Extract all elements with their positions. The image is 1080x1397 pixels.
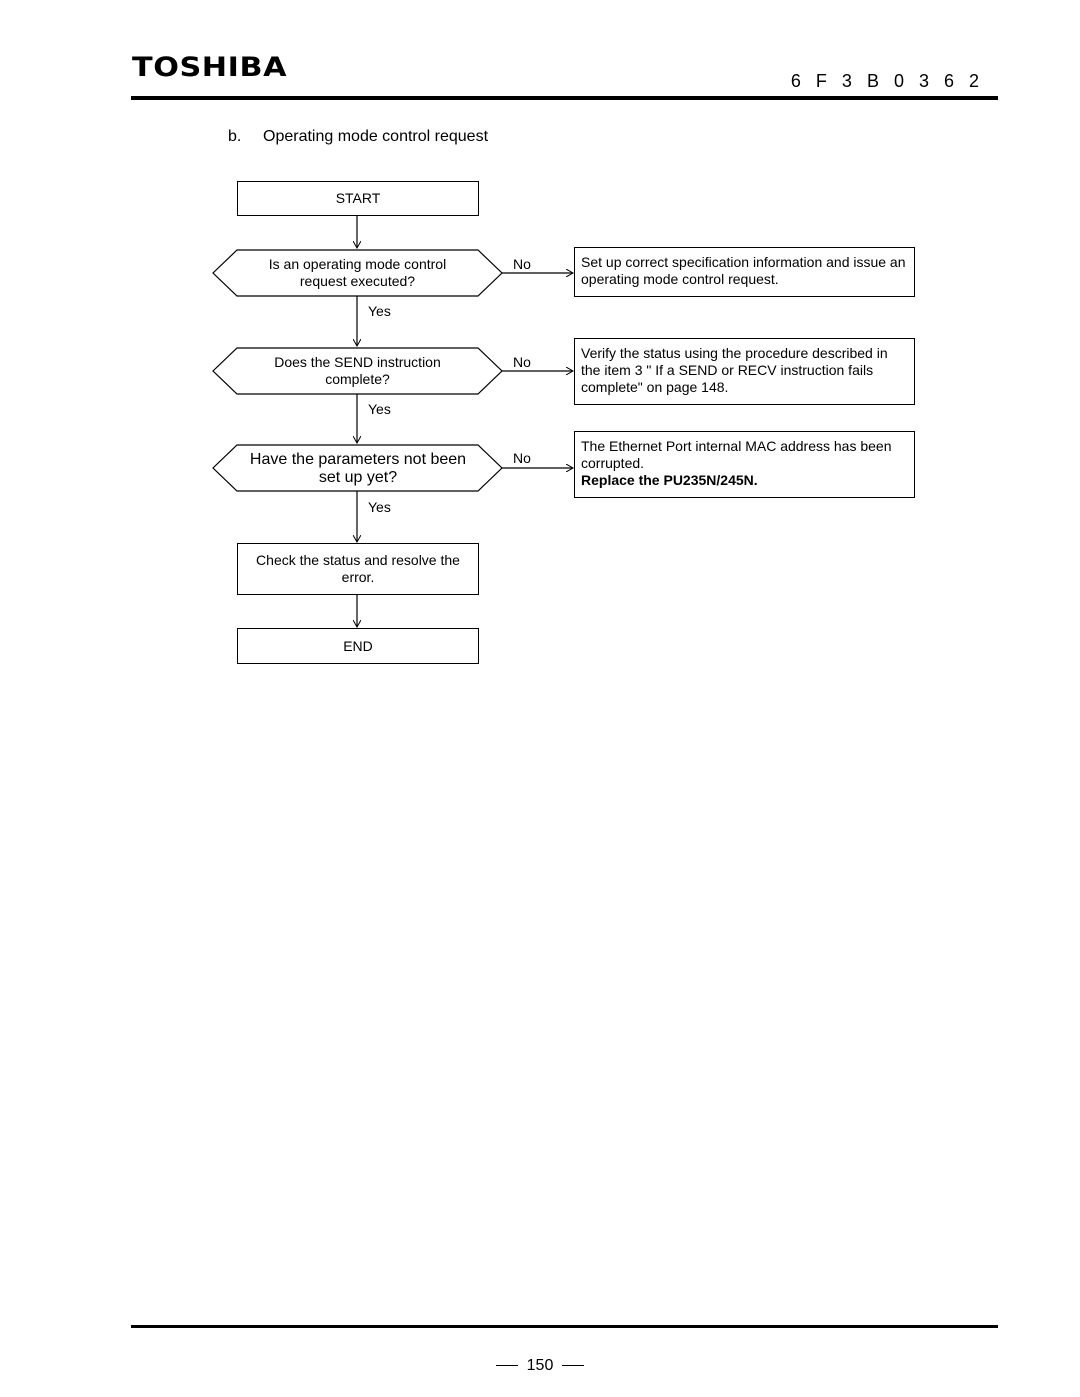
footer-dash-right <box>562 1365 585 1367</box>
decision-shape-1 <box>212 249 503 297</box>
decision-operating-mode: Is an operating mode control request exe… <box>268 256 447 289</box>
section-title: Operating mode control request <box>263 128 489 145</box>
footer-dash-left <box>495 1365 518 1367</box>
page-footer: 150 <box>0 1357 1080 1375</box>
decision-shape-3 <box>212 444 503 492</box>
no-label-3: No <box>513 450 531 466</box>
start-box: START <box>237 181 479 216</box>
end-box: END <box>237 628 479 664</box>
yes-label-3: Yes <box>368 499 391 515</box>
footer-rule <box>131 1325 998 1328</box>
result-text-1: Set up correct specification information… <box>581 254 906 287</box>
result-box-2: Verify the status using the procedure de… <box>574 338 915 405</box>
document-number: 6 F 3 B 0 3 6 2 <box>790 71 984 91</box>
result-text-2: Verify the status using the procedure de… <box>581 345 888 395</box>
no-label-2: No <box>513 354 531 370</box>
result-text-3: The Ethernet Port internal MAC address h… <box>581 438 892 471</box>
section-letter: b. <box>228 128 242 145</box>
decision-shape-2 <box>212 347 503 395</box>
result-box-3: The Ethernet Port internal MAC address h… <box>574 431 915 498</box>
page-number: 150 <box>526 1357 554 1374</box>
result-action-3: Replace the PU235N/245N. <box>581 472 758 488</box>
toshiba-logo: TOSHIBA <box>132 52 288 83</box>
yes-label-2: Yes <box>368 401 391 417</box>
check-status-box: Check the status and resolve the error. <box>237 543 479 595</box>
header-rule <box>131 96 998 100</box>
section-heading: b. Operating mode control request <box>228 128 488 146</box>
result-box-1: Set up correct specification information… <box>574 247 915 297</box>
decision-parameters: Have the parameters not been set up yet? <box>249 451 467 486</box>
yes-label-1: Yes <box>368 303 391 319</box>
no-label-1: No <box>513 256 531 272</box>
decision-send-complete: Does the SEND instruction complete? <box>274 354 441 387</box>
